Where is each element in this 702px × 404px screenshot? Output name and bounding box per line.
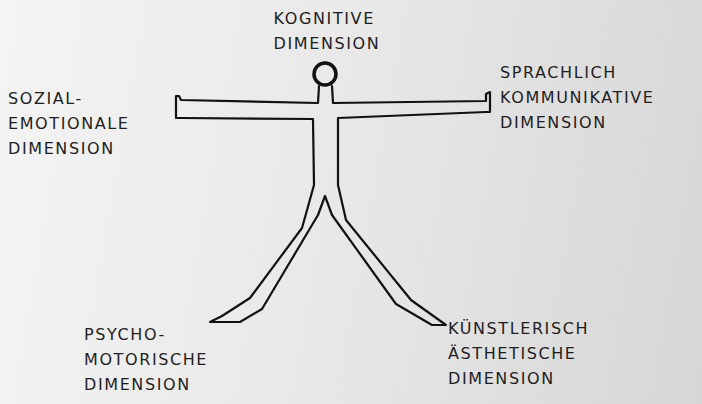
dimension-label: PSYCHO- MOTORISCHE DIMENSION bbox=[84, 322, 208, 397]
figure-body bbox=[176, 86, 490, 325]
dimension-label: KOGNITIVE DIMENSION bbox=[274, 6, 381, 56]
dimension-label: SPRACHLICH KOMMUNIKATIVE DIMENSION bbox=[500, 60, 654, 135]
figure-head bbox=[314, 63, 336, 85]
dimension-label: SOZIAL- EMOTIONALE DIMENSION bbox=[8, 86, 130, 161]
dimension-label: KÜNSTLERISCH ÄSTHETISCHE DIMENSION bbox=[448, 316, 589, 391]
